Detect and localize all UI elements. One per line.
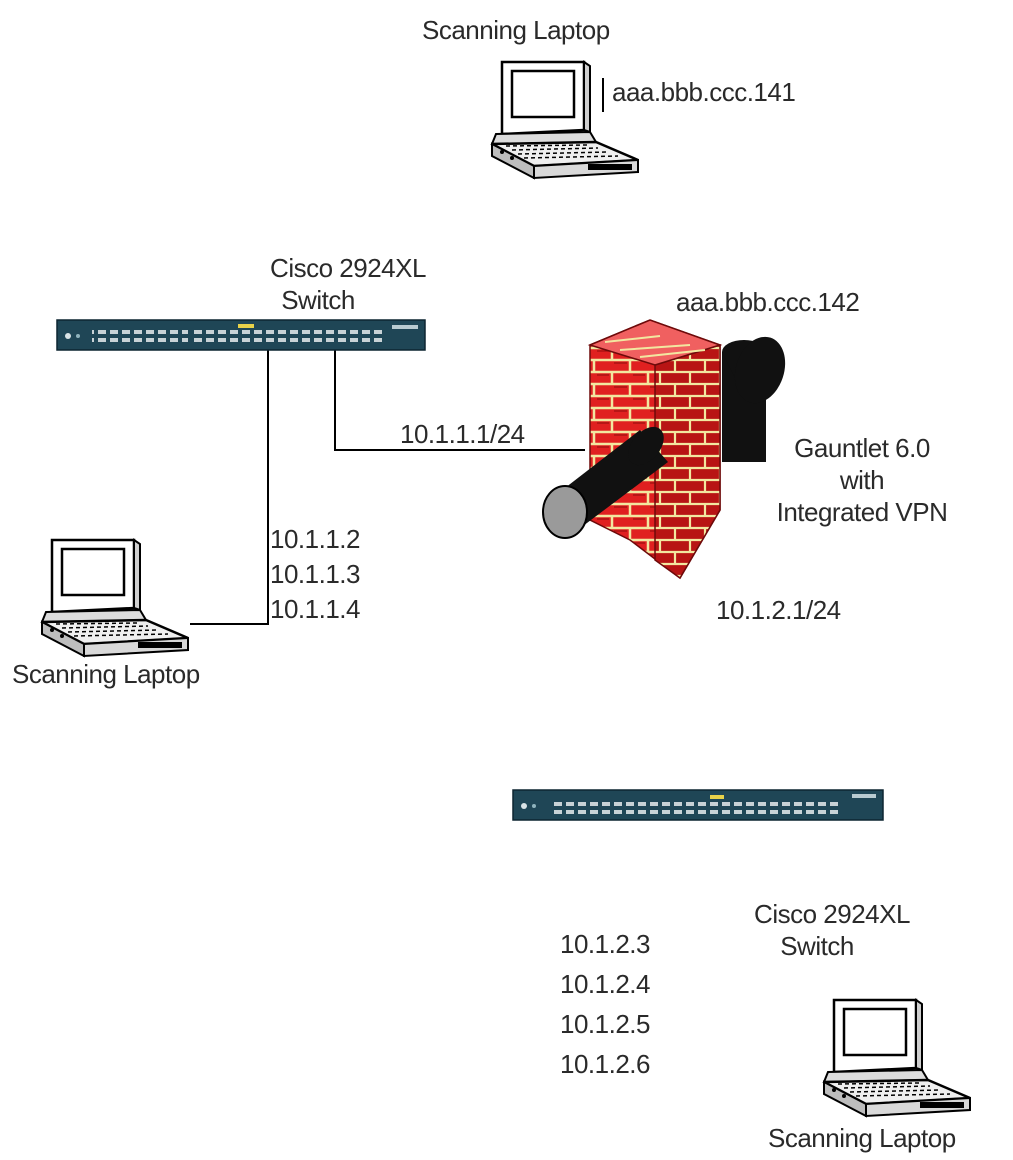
firewall-external-ip: aaa.bbb.ccc.142 — [676, 287, 860, 317]
bottom-laptop-ip: 10.1.2.6 — [560, 1049, 650, 1079]
left-laptop-ip: 10.1.1.4 — [270, 594, 360, 624]
top-laptop-ip: aaa.bbb.ccc.141 — [612, 77, 796, 107]
bottom-laptop-ip: 10.1.2.4 — [560, 969, 650, 999]
left-laptop-title: Scanning Laptop — [12, 659, 200, 689]
firewall-product-label: Gauntlet 6.0 with Integrated VPN — [742, 432, 982, 528]
switch-1-label-line1: Cisco 2924XL — [270, 253, 426, 283]
switch-icon-1 — [56, 319, 426, 351]
firewall-internal-link-ip: 10.1.1.1/24 — [400, 419, 525, 449]
top-laptop-title: Scanning Laptop — [422, 15, 610, 45]
switch-1-label: Cisco 2924XL Switch — [238, 252, 458, 316]
switch-2-label-line2: Switch — [780, 931, 854, 961]
firewall-icon — [542, 319, 786, 580]
firewall-product-line2: with — [839, 465, 885, 495]
link-switch-to-firewall — [334, 350, 585, 451]
laptop-icon-bottom — [822, 998, 972, 1118]
bottom-laptop-ip: 10.1.2.3 — [560, 929, 650, 959]
switch-icon-2 — [512, 789, 884, 821]
bottom-laptop-ip: 10.1.2.5 — [560, 1009, 650, 1039]
switch-1-label-line2: Switch — [281, 285, 355, 315]
firewall-product-line3: Integrated VPN — [776, 497, 948, 527]
switch-2-label: Cisco 2924XL Switch — [722, 898, 942, 962]
firewall-product-line1: Gauntlet 6.0 — [794, 433, 930, 463]
connection-lines — [190, 350, 585, 625]
pipe-end-cap — [542, 485, 588, 539]
left-laptop-ip-list: 10.1.1.2 10.1.1.3 10.1.1.4 — [270, 522, 360, 627]
bottom-laptop-ip-list: 10.1.2.3 10.1.2.4 10.1.2.5 10.1.2.6 — [560, 924, 650, 1084]
laptop-icon-left — [40, 538, 190, 658]
firewall-second-net-ip: 10.1.2.1/24 — [716, 595, 841, 625]
switch-2-label-line1: Cisco 2924XL — [754, 899, 910, 929]
left-laptop-ip: 10.1.1.2 — [270, 524, 360, 554]
left-laptop-ip: 10.1.1.3 — [270, 559, 360, 589]
bottom-laptop-title: Scanning Laptop — [768, 1123, 956, 1153]
link-switch-to-left-laptop — [190, 350, 269, 625]
